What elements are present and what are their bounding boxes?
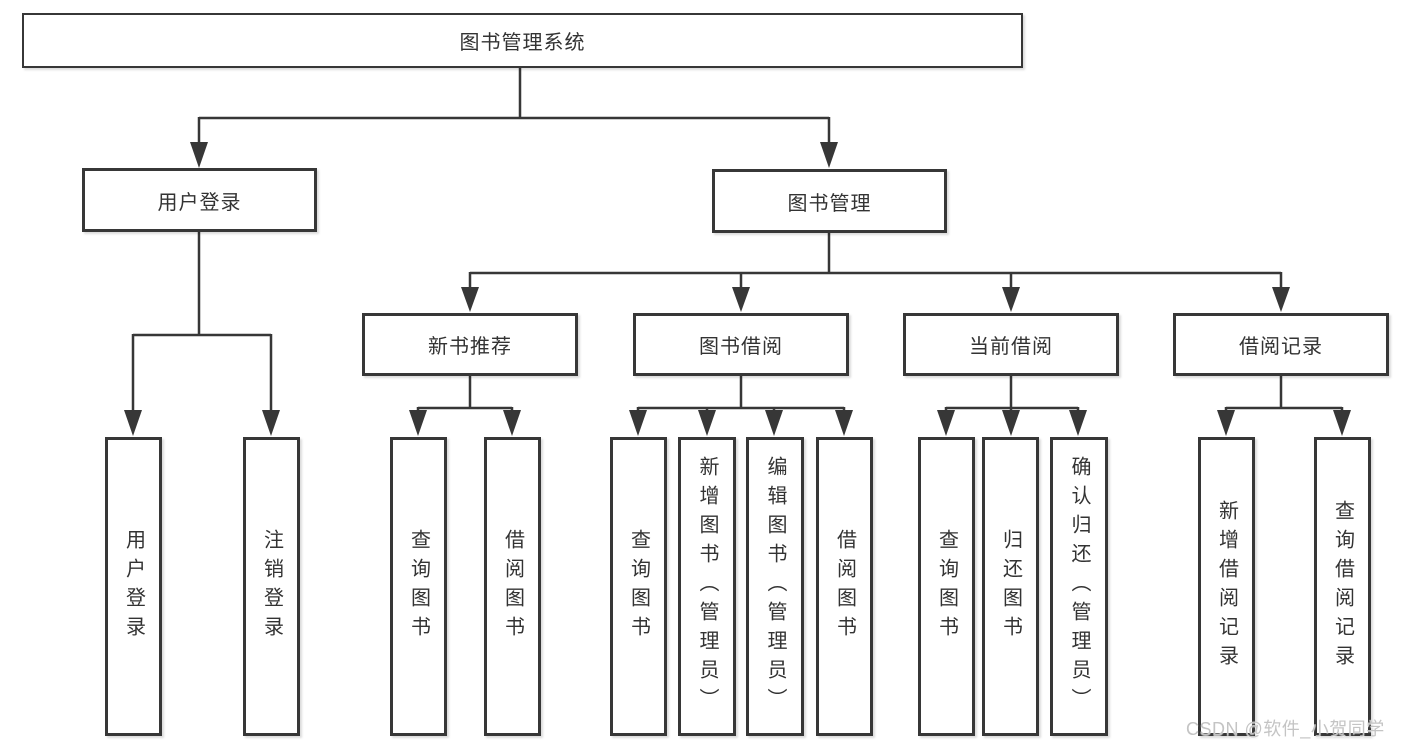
leaf-edit-book-admin: 编辑图书（管理员） [746,437,804,736]
leaf-user-login: 用户登录 [105,437,162,736]
node-label: 归还图书 [999,528,1022,645]
node-user-login: 用户登录 [82,168,317,232]
connector-book-mgmt [468,233,1283,289]
leaf-add-borrow-record: 新增借阅记录 [1198,437,1255,736]
node-label: 图书借阅 [699,336,783,358]
node-new-book-recommend: 新书推荐 [362,313,578,376]
leaf-borrow-books: 借阅图书 [816,437,873,736]
node-label: 借阅图书 [833,528,856,645]
node-label: 当前借阅 [969,336,1053,358]
node-label: 图书管理 [787,192,872,215]
node-borrow-records: 借阅记录 [1173,313,1389,376]
node-label: 借阅记录 [1239,336,1323,358]
node-label: 查询借阅记录 [1331,499,1354,674]
leaf-query-books-current: 查询图书 [918,437,975,736]
leaf-query-books-borrow: 查询图书 [610,437,667,736]
node-label: 用户登录 [157,191,242,214]
arrowheads [124,142,1351,436]
node-label: 用户登录 [122,528,145,645]
csdn-watermark: CSDN @软件_小贺同学 [1186,719,1385,739]
node-label: 新增借阅记录 [1215,499,1238,674]
node-label: 查询图书 [935,528,958,645]
leaf-query-books-recommend: 查询图书 [390,437,447,736]
node-label: 注销登录 [260,528,283,645]
leaf-logout: 注销登录 [243,437,300,736]
leaf-borrow-books-recommend: 借阅图书 [484,437,541,736]
node-label: 新增图书（管理员） [696,456,718,717]
connector-new-book [416,376,514,412]
leaf-query-borrow-record: 查询借阅记录 [1314,437,1371,736]
node-library-system: 图书管理系统 [22,13,1023,68]
connector-book-borrow [636,376,846,412]
leaf-add-book-admin: 新增图书（管理员） [678,437,736,736]
node-book-borrow: 图书借阅 [633,313,849,376]
connector-borrow-record [1224,376,1344,412]
node-label: 新书推荐 [428,336,512,358]
connector-root [197,68,831,144]
node-label: 确认归还（管理员） [1068,456,1090,717]
node-label: 编辑图书（管理员） [764,456,786,717]
leaf-return-book: 归还图书 [982,437,1039,736]
node-label: 图书管理系统 [459,32,586,54]
node-book-management: 图书管理 [712,169,947,233]
node-label: 借阅图书 [501,528,524,645]
leaf-confirm-return-admin: 确认归还（管理员） [1050,437,1108,736]
connector-user-login [131,232,273,412]
node-label: 查询图书 [407,528,430,645]
connector-current-borrow [944,376,1080,412]
node-label: 查询图书 [627,528,650,645]
node-current-borrow: 当前借阅 [903,313,1119,376]
